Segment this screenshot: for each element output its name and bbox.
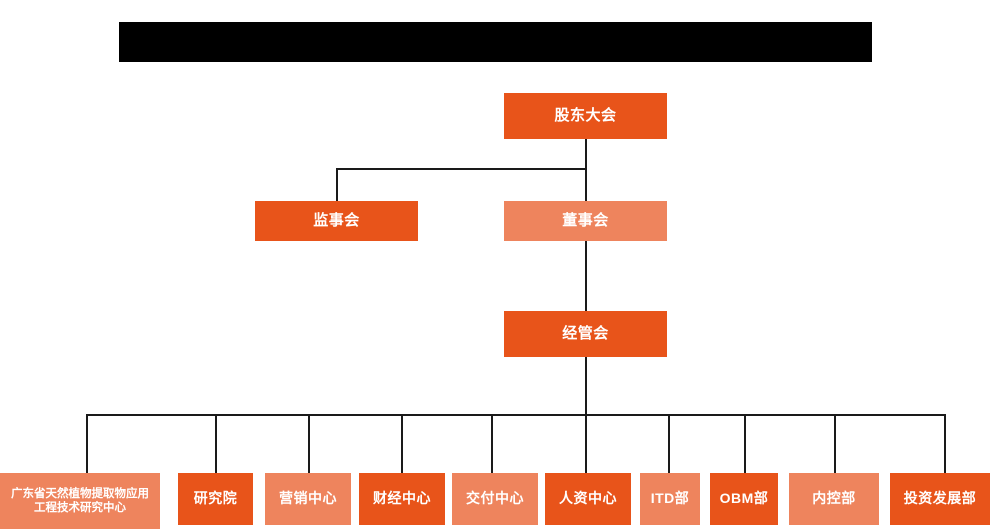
connector-dept-drop-6 xyxy=(585,414,587,473)
connector-level2-bus xyxy=(336,168,587,170)
connector-dept-drop-7 xyxy=(668,414,670,473)
node-dept-delivery-center[interactable]: 交付中心 xyxy=(452,473,538,525)
connector-dept-drop-4 xyxy=(401,414,403,473)
connector-dept-drop-3 xyxy=(308,414,310,473)
node-board-of-directors[interactable]: 董事会 xyxy=(504,201,667,241)
node-dept-guangdong-research-center[interactable]: 广东省天然植物提取物应用工程技术研究中心 xyxy=(0,473,160,529)
connector-dept-drop-10 xyxy=(944,414,946,473)
connector-directors-to-management xyxy=(585,241,587,311)
redacted-title-bar xyxy=(119,22,872,62)
node-dept-obm[interactable]: OBM部 xyxy=(710,473,778,525)
connector-dept-drop-5 xyxy=(491,414,493,473)
connector-directors-down xyxy=(585,168,587,201)
node-dept-internal-control[interactable]: 内控部 xyxy=(789,473,879,525)
connector-shareholders-down xyxy=(585,139,587,169)
connector-dept-drop-8 xyxy=(744,414,746,473)
node-dept-research-institute[interactable]: 研究院 xyxy=(178,473,253,525)
connector-dept-drop-2 xyxy=(215,414,217,473)
connector-management-down xyxy=(585,357,587,415)
connector-supervisors-down xyxy=(336,168,338,201)
node-dept-finance-center[interactable]: 财经中心 xyxy=(359,473,445,525)
node-dept-itd[interactable]: ITD部 xyxy=(640,473,700,525)
node-shareholders-meeting[interactable]: 股东大会 xyxy=(504,93,667,139)
node-board-of-supervisors[interactable]: 监事会 xyxy=(255,201,418,241)
node-dept-marketing-center[interactable]: 营销中心 xyxy=(265,473,351,525)
connector-dept-drop-1 xyxy=(86,414,88,473)
connector-department-bus xyxy=(86,414,945,416)
node-management-committee[interactable]: 经管会 xyxy=(504,311,667,357)
connector-dept-drop-9 xyxy=(834,414,836,473)
node-dept-hr-center[interactable]: 人资中心 xyxy=(545,473,631,525)
node-dept-investment-development[interactable]: 投资发展部 xyxy=(890,473,990,525)
